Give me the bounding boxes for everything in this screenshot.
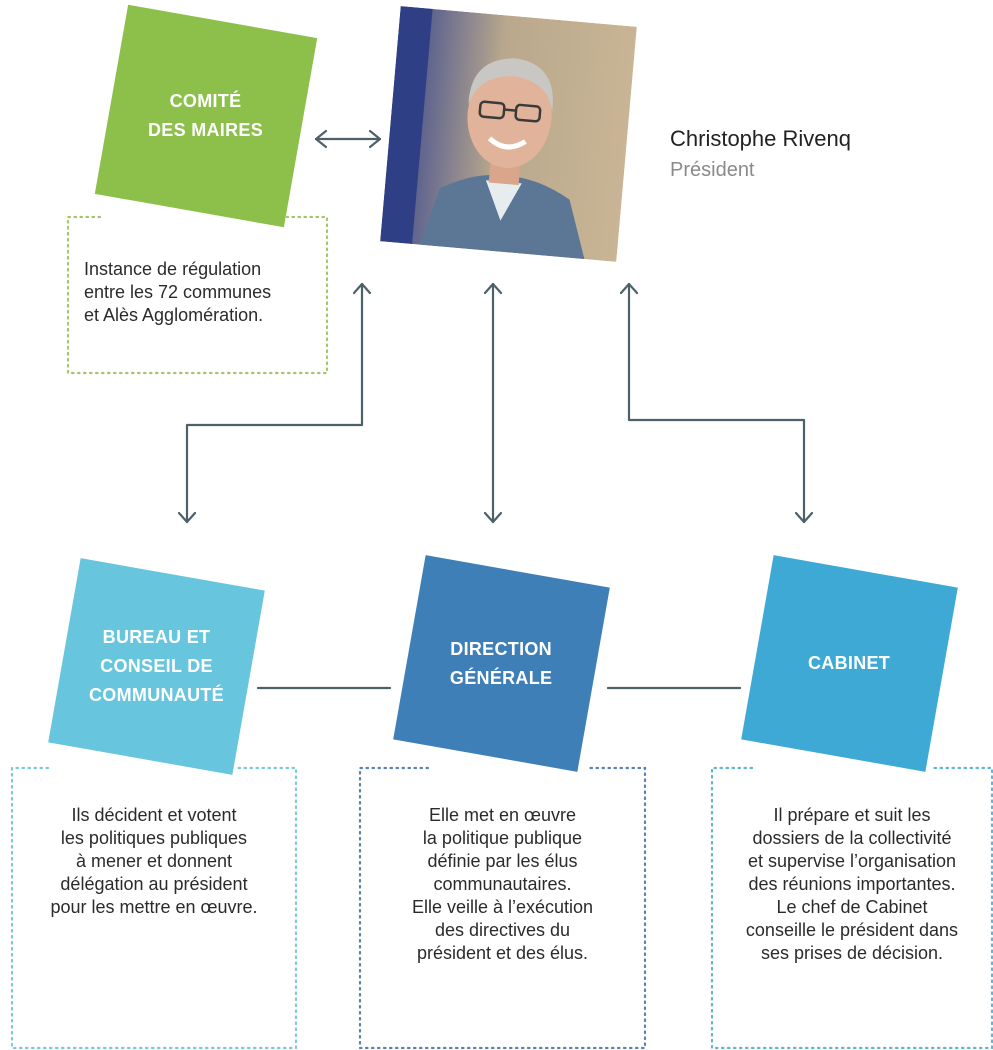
arrow-president-cabinet — [619, 282, 814, 524]
bureau-square: BUREAU ET CONSEIL DE COMMUNAUTÉ — [48, 558, 265, 775]
president-name: Christophe Rivenq — [670, 126, 851, 151]
comite-des-maires-label: COMITÉ DES MAIRES — [148, 90, 264, 140]
arrow-president-direction — [483, 282, 503, 524]
direction-label: DIRECTION GÉNÉRALE — [450, 638, 553, 688]
cabinet-square: CABINET — [741, 555, 958, 772]
dotted-box-cabinet — [710, 766, 993, 1050]
cabinet-label: CABINET — [808, 652, 891, 673]
cabinet-description: Il prépare et suit les dossiers de la co… — [745, 805, 959, 963]
president-role: Président — [670, 159, 755, 181]
portrait-image — [380, 6, 637, 262]
bureau-description: Ils décident et votent les politiques pu… — [50, 805, 258, 917]
bureau-label: BUREAU ET CONSEIL DE COMMUNAUTÉ — [89, 627, 224, 705]
dotted-box-comite — [66, 215, 329, 375]
president-photo — [380, 6, 637, 262]
comite-des-maires-square: COMITÉ DES MAIRES — [94, 4, 318, 228]
direction-square: DIRECTION GÉNÉRALE — [393, 555, 610, 772]
dotted-box-bureau — [10, 766, 298, 1050]
direction-description: Elle met en œuvre la politique publique … — [411, 805, 594, 963]
comite-description: Instance de régulation entre les 72 comm… — [84, 259, 272, 325]
double-arrow-comite-president — [314, 129, 382, 149]
arrow-president-bureau — [177, 282, 372, 524]
